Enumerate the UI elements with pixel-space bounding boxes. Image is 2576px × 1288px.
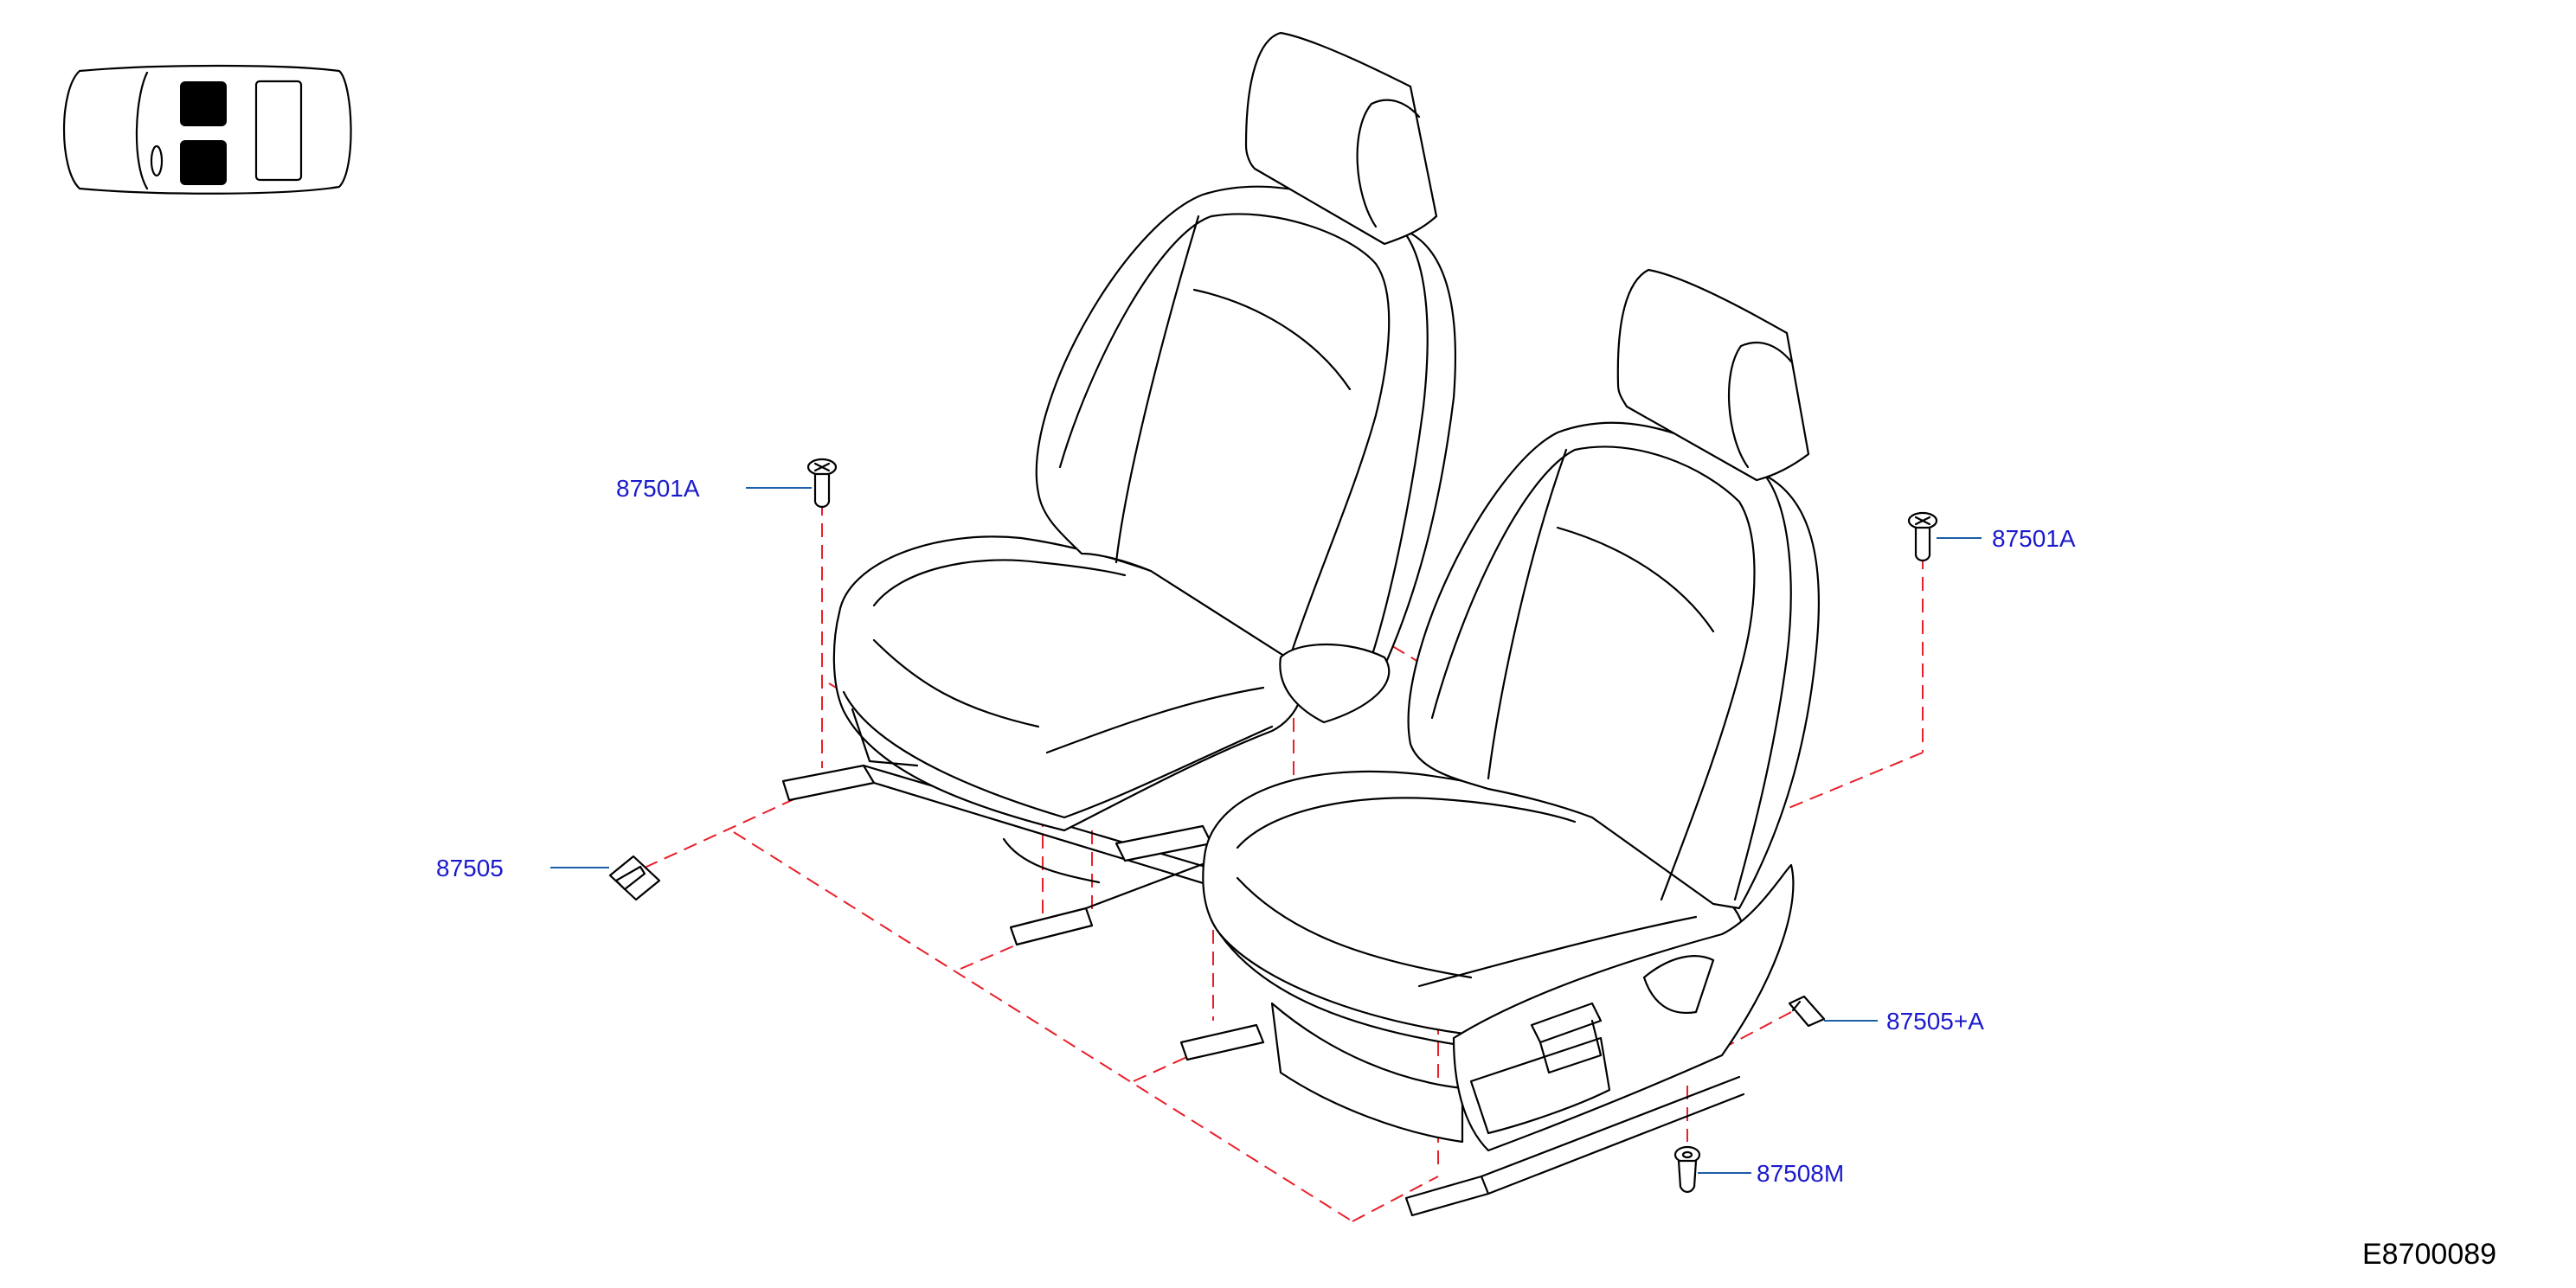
screw-left-icon [806, 458, 838, 509]
callout-clip[interactable]: 87508M [1757, 1160, 1845, 1187]
highlighted-seat-left [180, 81, 227, 126]
cover-left-icon [608, 855, 661, 901]
reference-code: E8700089 [2362, 1238, 2497, 1271]
clip-icon [1673, 1145, 1701, 1194]
screw-right-icon [1907, 511, 1938, 562]
seat-left [781, 31, 1457, 946]
leader-lines [550, 487, 1982, 1174]
seat-right [1179, 268, 1821, 1217]
cover-right-icon [1788, 995, 1826, 1028]
callout-cover-left[interactable]: 87505 [436, 855, 504, 881]
callout-screw-left[interactable]: 87501A [616, 475, 700, 502]
highlighted-seat-right [180, 140, 227, 185]
callout-screw-right[interactable]: 87501A [1992, 525, 2076, 552]
vehicle-locator-icon [63, 64, 352, 195]
callout-cover-right[interactable]: 87505+A [1886, 1008, 1984, 1035]
